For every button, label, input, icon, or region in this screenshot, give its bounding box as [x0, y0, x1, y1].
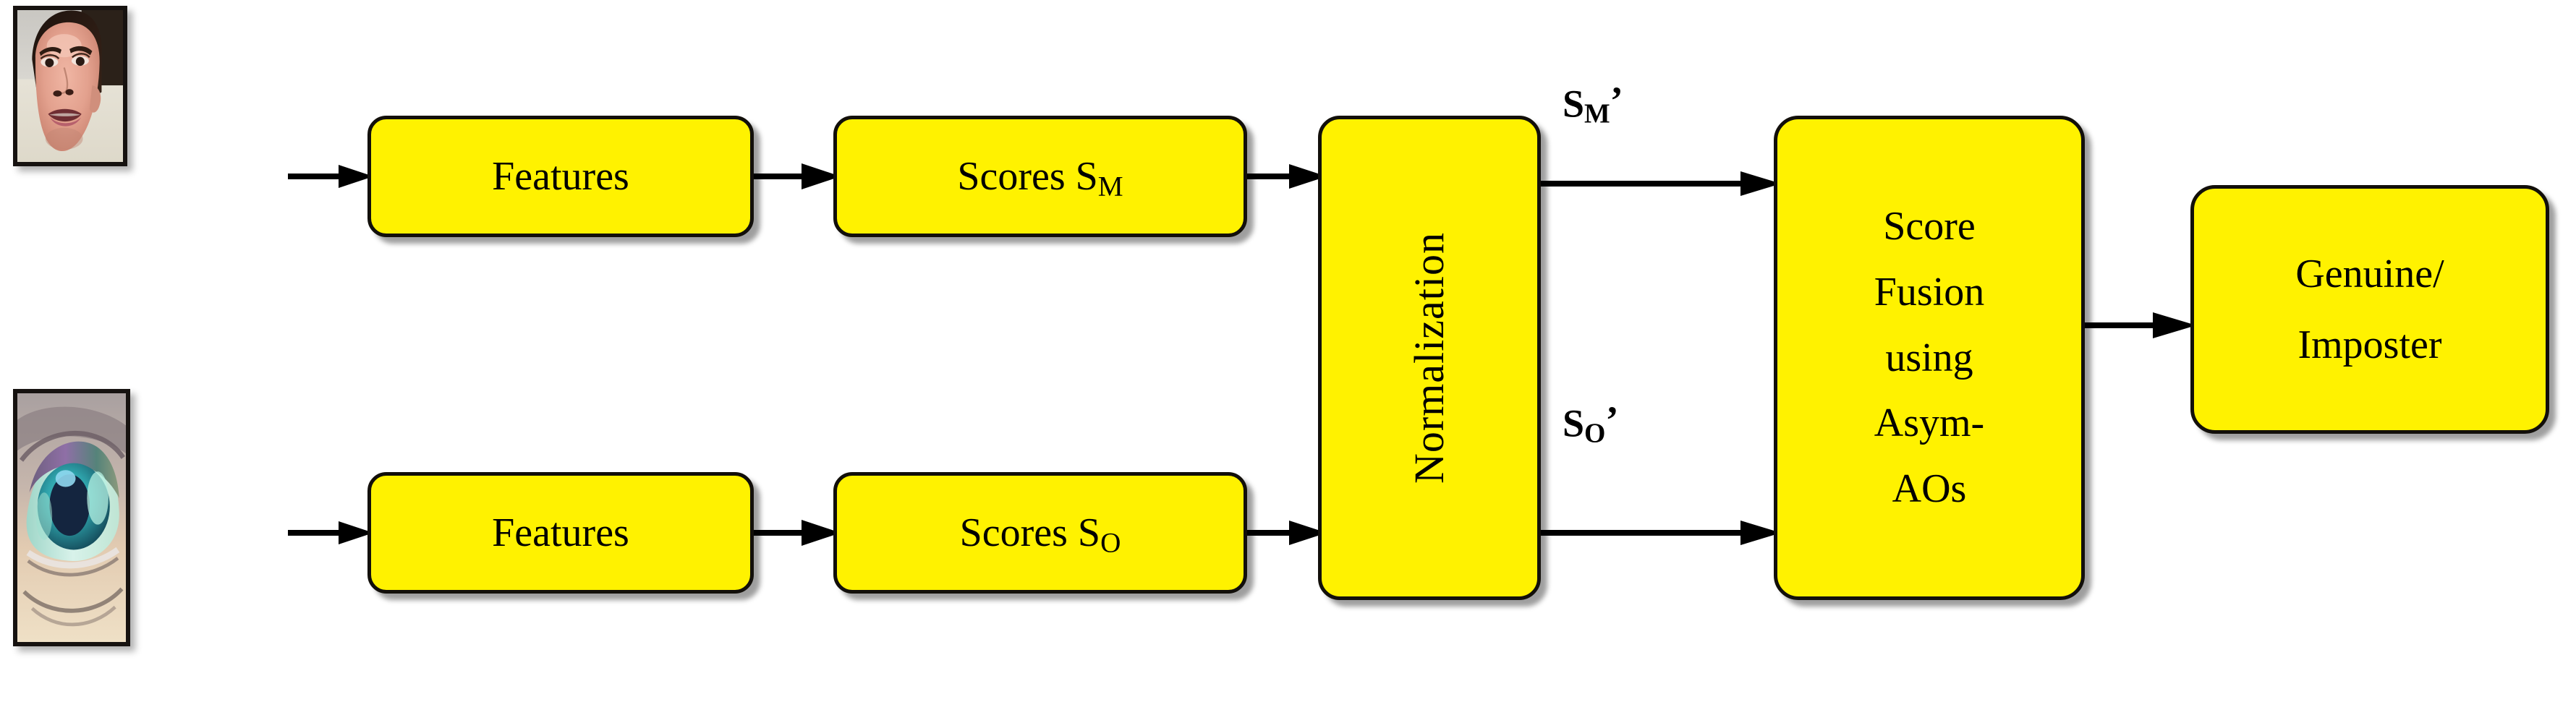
- node-fusion-line-1: Score: [1883, 204, 1976, 249]
- arrow-features-to-scores-m: [749, 162, 841, 191]
- node-scores-m-text: Scores S: [957, 153, 1098, 199]
- arrow-ocular-to-features: [288, 518, 373, 547]
- node-features-ocular-label: Features: [492, 510, 629, 555]
- node-decision-genuine-imposter[interactable]: Genuine/ Imposter: [2190, 185, 2549, 434]
- node-normalization-label: Normalization: [1405, 231, 1453, 484]
- ocular-image-graphic: [17, 393, 126, 642]
- node-scores-o-label: Scores SO: [959, 510, 1121, 559]
- face-image-graphic: [17, 10, 123, 162]
- arrow-scores-m-to-normalization: [1241, 162, 1327, 191]
- node-decision-line-2: Imposter: [2297, 322, 2442, 367]
- node-decision-line-1: Genuine/: [2295, 252, 2444, 296]
- arrow-face-to-features: [288, 162, 373, 191]
- edge-label-so-subscript: O: [1584, 418, 1606, 449]
- face-image: [13, 6, 127, 166]
- node-scores-m-subscript: M: [1097, 171, 1123, 202]
- edge-label-sm-prime: ’: [1610, 79, 1623, 122]
- node-scores-o-text: Scores S: [959, 510, 1101, 555]
- arrow-features-to-scores-o: [749, 518, 841, 547]
- node-scores-m[interactable]: Scores SM: [833, 116, 1247, 237]
- ocular-image: [13, 389, 130, 646]
- node-features-face[interactable]: Features: [367, 116, 754, 237]
- edge-label-so-prime: ’: [1605, 398, 1619, 442]
- edge-label-so-base: S: [1563, 401, 1585, 445]
- arrow-normalization-to-fusion-bottom: [1536, 518, 1781, 547]
- node-fusion-line-5: AOs: [1892, 466, 1967, 512]
- node-score-fusion-label: Score Fusion using Asym- AOs: [1869, 194, 1991, 522]
- node-scores-o[interactable]: Scores SO: [833, 472, 1247, 594]
- edge-label-normalized-score-o: SO’: [1563, 398, 1619, 448]
- edge-label-normalized-score-m: SM’: [1563, 78, 1623, 129]
- arrow-normalization-to-fusion-top: [1536, 169, 1781, 198]
- node-score-fusion[interactable]: Score Fusion using Asym- AOs: [1774, 116, 2085, 600]
- node-features-face-label: Features: [492, 153, 629, 199]
- node-fusion-line-3: using: [1885, 335, 1973, 380]
- node-features-ocular[interactable]: Features: [367, 472, 754, 594]
- node-fusion-line-4: Asym-: [1874, 401, 1985, 446]
- node-decision-label: Genuine/ Imposter: [2295, 239, 2444, 380]
- edge-label-sm-subscript: M: [1584, 98, 1610, 129]
- edge-label-sm-base: S: [1563, 82, 1585, 126]
- node-fusion-line-2: Fusion: [1874, 269, 1985, 314]
- arrow-scores-o-to-normalization: [1241, 518, 1327, 547]
- node-normalization[interactable]: Normalization: [1318, 116, 1541, 600]
- node-scores-m-label: Scores SM: [957, 153, 1123, 201]
- node-scores-o-subscript: O: [1100, 527, 1121, 559]
- arrow-fusion-to-decision: [2079, 311, 2196, 340]
